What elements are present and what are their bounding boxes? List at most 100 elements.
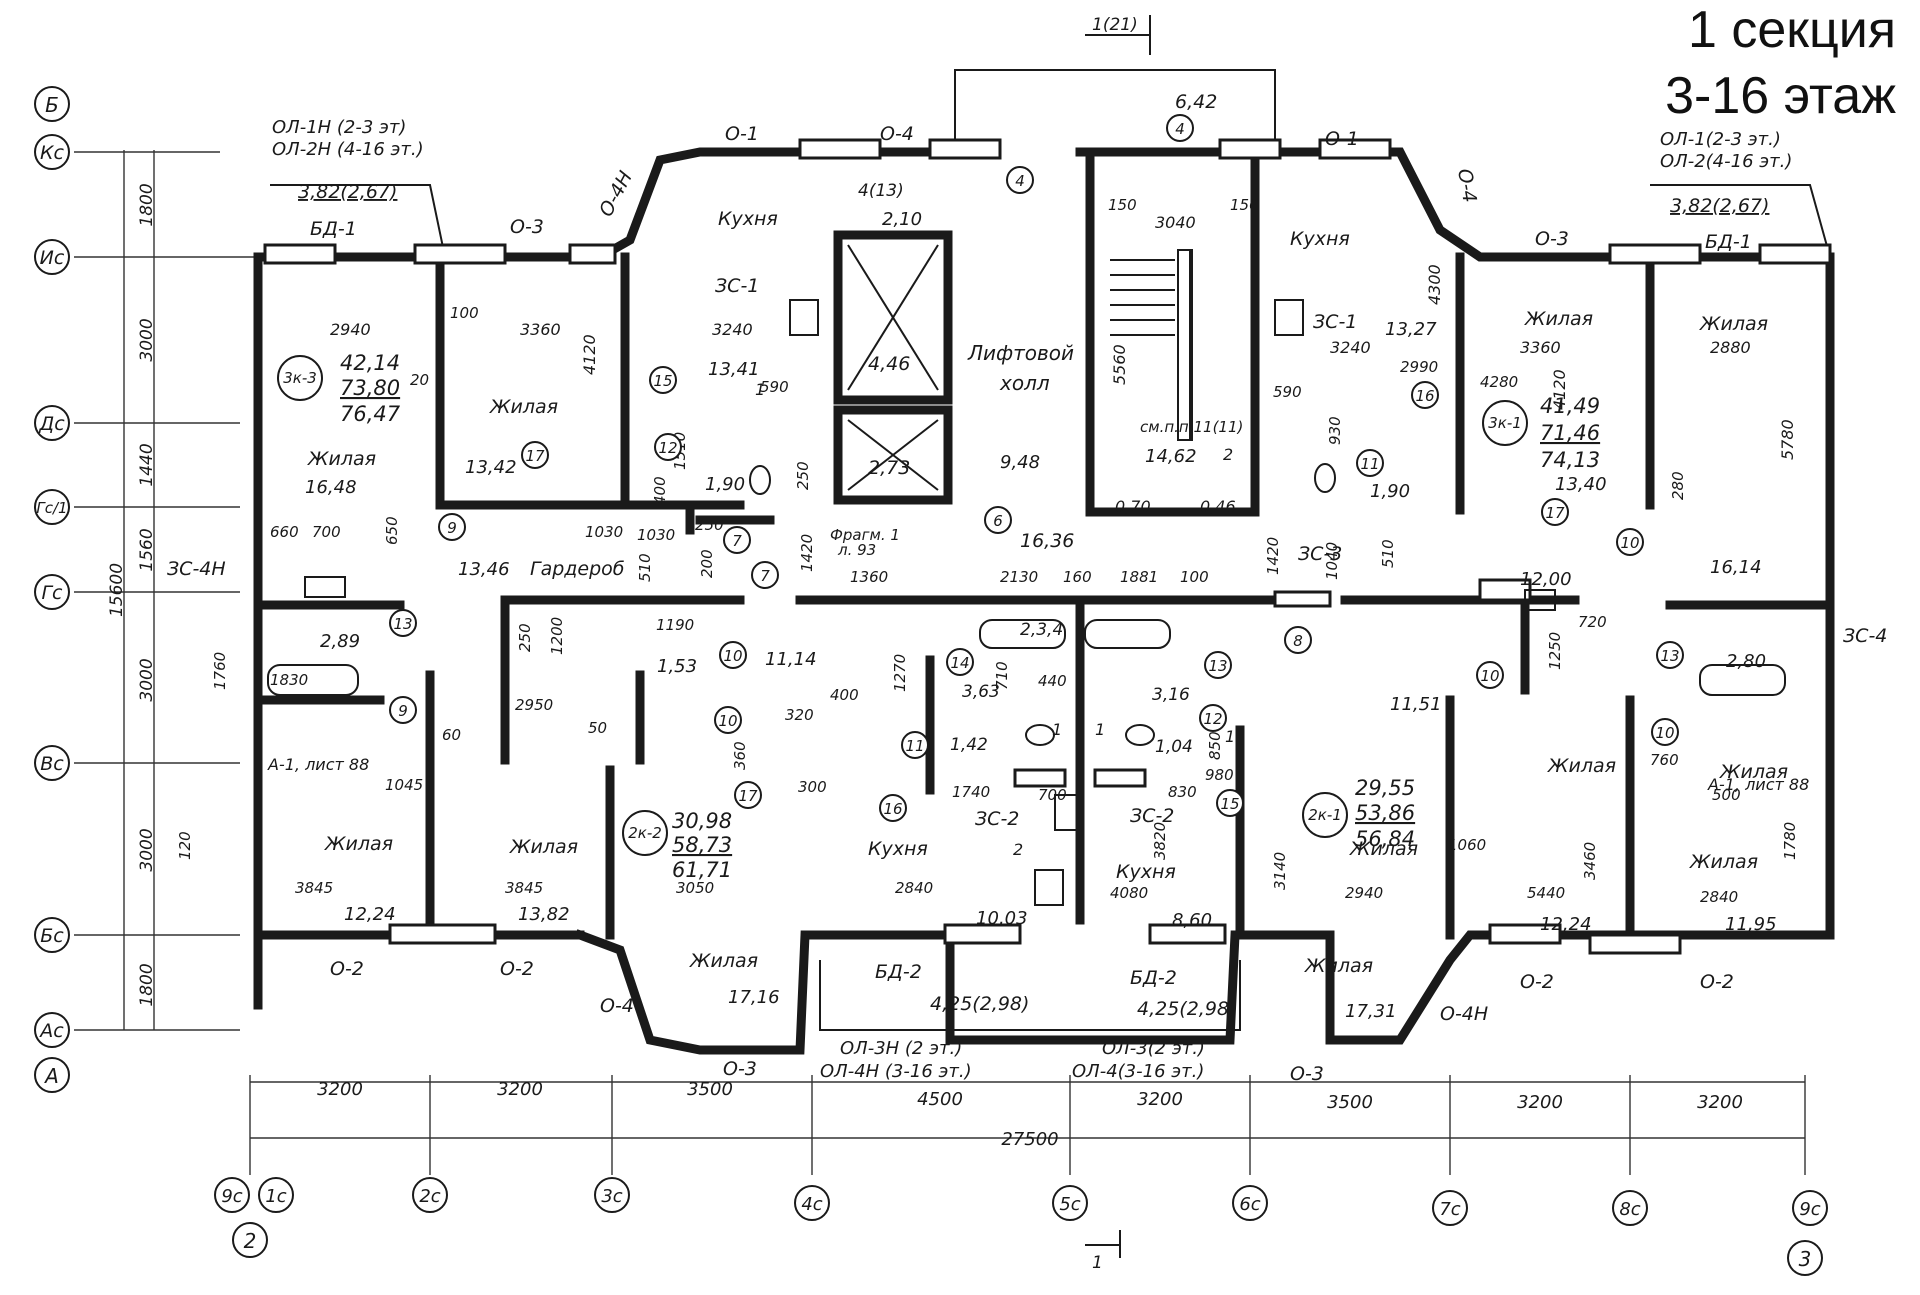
svg-text:2с: 2с bbox=[419, 1186, 440, 1207]
svg-text:1270: 1270 bbox=[891, 654, 909, 692]
svg-text:3500: 3500 bbox=[687, 1079, 733, 1100]
markers: 4 4 15 12 17 9 13 9 7 7 6 8 10 10 16 11 … bbox=[389, 114, 1684, 859]
svg-text:2840: 2840 bbox=[1700, 888, 1738, 906]
svg-text:1420: 1420 bbox=[1264, 537, 1282, 575]
outer-walls bbox=[253, 69, 1835, 1055]
svg-text:11,51: 11,51 bbox=[1390, 694, 1442, 715]
svg-text:2: 2 bbox=[244, 1229, 257, 1253]
svg-text:8: 8 bbox=[1293, 632, 1303, 650]
svg-text:см.п.п 11(11): см.п.п 11(11) bbox=[1140, 418, 1243, 436]
svg-text:Ис: Ис bbox=[40, 247, 65, 269]
inner-walls bbox=[260, 147, 1835, 940]
axis-bubble-9c-left: 9с bbox=[214, 1177, 250, 1213]
svg-text:3500: 3500 bbox=[1327, 1092, 1373, 1113]
svg-text:л. 93: л. 93 bbox=[837, 541, 876, 559]
svg-text:100: 100 bbox=[1180, 568, 1209, 586]
svg-text:ЗС-4Н: ЗС-4Н bbox=[167, 558, 226, 580]
svg-text:13: 13 bbox=[1208, 657, 1227, 675]
svg-text:1045: 1045 bbox=[385, 776, 423, 794]
svg-text:2,89: 2,89 bbox=[320, 631, 360, 652]
svg-text:Кухня: Кухня bbox=[868, 838, 928, 860]
svg-text:73,80: 73,80 bbox=[340, 376, 400, 400]
svg-text:1,90: 1,90 bbox=[705, 474, 745, 495]
apartment-3k1: 3к-1 41,49 71,46 74,13 bbox=[1482, 394, 1600, 472]
svg-text:3240: 3240 bbox=[1330, 338, 1371, 357]
svg-text:2: 2 bbox=[1223, 445, 1233, 464]
svg-text:3000: 3000 bbox=[137, 318, 157, 361]
svg-text:3000: 3000 bbox=[137, 828, 157, 871]
svg-text:1,04: 1,04 bbox=[1155, 737, 1193, 757]
svg-text:1,90: 1,90 bbox=[1370, 481, 1410, 502]
svg-text:4080: 4080 bbox=[1110, 884, 1148, 902]
grid-lines bbox=[74, 150, 1806, 1175]
svg-text:5780: 5780 bbox=[1778, 419, 1797, 460]
svg-text:3200: 3200 bbox=[497, 1079, 543, 1100]
svg-text:3140: 3140 bbox=[1271, 852, 1289, 890]
svg-text:О-3: О-3 bbox=[510, 216, 544, 238]
marker: 7 bbox=[751, 561, 779, 589]
svg-text:20: 20 bbox=[410, 371, 429, 389]
marker: 6 bbox=[984, 506, 1012, 534]
svg-text:А-1, лист 88: А-1, лист 88 bbox=[267, 755, 369, 774]
fixtures bbox=[267, 299, 1786, 906]
svg-text:11: 11 bbox=[905, 737, 924, 755]
svg-text:760: 760 bbox=[1650, 751, 1679, 769]
svg-text:3240: 3240 bbox=[712, 320, 753, 339]
svg-text:Жилая: Жилая bbox=[1689, 851, 1758, 873]
svg-text:16,48: 16,48 bbox=[305, 477, 357, 498]
svg-text:29,55: 29,55 bbox=[1355, 776, 1415, 800]
svg-text:Жилая: Жилая bbox=[1524, 308, 1593, 330]
svg-text:ЗС-2: ЗС-2 bbox=[1130, 805, 1174, 827]
svg-text:360: 360 bbox=[731, 741, 749, 770]
svg-text:4120: 4120 bbox=[580, 334, 599, 375]
svg-text:Жилая: Жилая bbox=[307, 448, 376, 470]
svg-text:О-4Н: О-4Н bbox=[1440, 1003, 1488, 1025]
svg-text:БД-2: БД-2 bbox=[875, 961, 922, 983]
svg-text:12: 12 bbox=[1203, 710, 1222, 728]
svg-text:9: 9 bbox=[447, 519, 457, 537]
bottom-axes: 9с 1с 2с 3с 4с 5с 6с 7с 8с 9с 2 3 bbox=[214, 1177, 1828, 1276]
svg-text:3000: 3000 bbox=[137, 658, 157, 701]
svg-text:4120: 4120 bbox=[1550, 369, 1569, 410]
svg-text:1с: 1с bbox=[265, 1186, 286, 1207]
marker: 17 bbox=[1541, 498, 1569, 526]
axis-bubble-gs: Гс bbox=[34, 574, 70, 610]
svg-text:17: 17 bbox=[525, 447, 545, 465]
axis-bubble-7c: 7с bbox=[1432, 1190, 1468, 1226]
svg-text:3с: 3с bbox=[601, 1186, 622, 1207]
svg-text:ОЛ-4(3-16 эт.): ОЛ-4(3-16 эт.) bbox=[1072, 1061, 1204, 1082]
svg-text:3200: 3200 bbox=[1137, 1089, 1183, 1110]
svg-text:Жилая: Жилая bbox=[509, 836, 578, 858]
notes: ОЛ-1Н (2-3 эт) ОЛ-2Н (4-16 эт.) ОЛ-1(2-3… bbox=[267, 117, 1809, 1082]
svg-text:58,73: 58,73 bbox=[672, 833, 732, 857]
svg-text:БД-2: БД-2 bbox=[1130, 967, 1177, 989]
svg-text:400: 400 bbox=[830, 686, 859, 704]
svg-text:13,46: 13,46 bbox=[458, 559, 510, 580]
svg-text:Фрагм. 1: Фрагм. 1 bbox=[830, 526, 900, 544]
svg-text:980: 980 bbox=[1205, 766, 1234, 784]
svg-text:ОЛ-2Н (4-16 эт.): ОЛ-2Н (4-16 эт.) bbox=[272, 139, 424, 160]
svg-text:42,14: 42,14 bbox=[340, 351, 400, 375]
svg-text:Жилая: Жилая bbox=[689, 950, 758, 972]
svg-text:510: 510 bbox=[1379, 539, 1397, 568]
marker: 17 bbox=[734, 781, 762, 809]
svg-text:850: 850 bbox=[1206, 731, 1224, 760]
svg-text:13,27: 13,27 bbox=[1385, 319, 1437, 340]
axis-bubble-9c-right: 9с bbox=[1792, 1190, 1828, 1226]
svg-text:1030: 1030 bbox=[585, 523, 623, 541]
marker: 12 bbox=[654, 433, 682, 461]
svg-text:250: 250 bbox=[516, 623, 534, 652]
marker: 10 bbox=[719, 641, 747, 669]
svg-text:1060: 1060 bbox=[1448, 836, 1486, 854]
svg-text:2940: 2940 bbox=[1345, 884, 1383, 902]
svg-text:13,82: 13,82 bbox=[518, 904, 570, 925]
svg-text:10: 10 bbox=[1480, 667, 1499, 685]
marker: 8 bbox=[1284, 626, 1312, 654]
marker: 13 bbox=[1656, 641, 1684, 669]
svg-text:1420: 1420 bbox=[798, 534, 816, 572]
axis-bubble-4c: 4с bbox=[794, 1185, 830, 1221]
svg-text:300: 300 bbox=[798, 778, 827, 796]
marker: 13 bbox=[389, 609, 417, 637]
svg-text:14: 14 bbox=[950, 654, 969, 672]
svg-text:10: 10 bbox=[1620, 534, 1639, 552]
